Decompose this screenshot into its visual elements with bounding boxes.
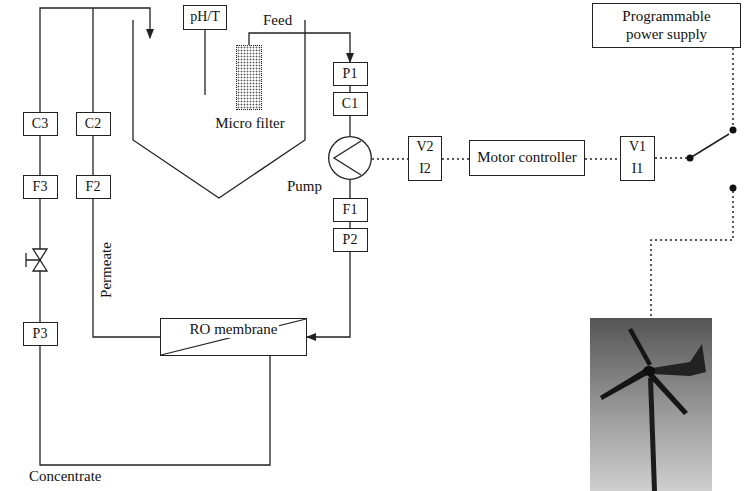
- instrument-box: Motor controller: [469, 140, 585, 176]
- instrument-box: P3: [23, 322, 58, 346]
- switch-contact: [730, 127, 737, 134]
- photo-sky: [590, 318, 712, 491]
- node-label: I2: [419, 161, 431, 177]
- valve-body: [33, 260, 47, 271]
- node-label: C1: [342, 96, 358, 112]
- instrument-box: V2: [408, 136, 442, 159]
- instrument-box: Programmable power supply: [592, 3, 741, 48]
- flow-label: Concentrate: [28, 468, 102, 485]
- membrane-module: RO membrane: [160, 318, 307, 356]
- node-label: pH/T: [190, 9, 220, 25]
- pump-chevron: [334, 141, 361, 175]
- node-label: V2: [416, 139, 433, 155]
- pipe-line: [349, 180, 350, 198]
- instrument-box: C3: [23, 112, 58, 136]
- pump-circle: [329, 137, 372, 180]
- valve-handle: [26, 253, 40, 267]
- signal-wire: [372, 158, 408, 160]
- node-label: Pump: [286, 178, 323, 195]
- instrument-box: F2: [76, 175, 111, 199]
- node-label: P3: [33, 326, 48, 342]
- pipe-line: [249, 33, 350, 62]
- power-wire: [655, 157, 687, 159]
- wind-turbine-photo: [590, 318, 712, 491]
- valve-body: [33, 249, 47, 260]
- switch-pivot: [687, 155, 694, 162]
- instrument-box: C2: [76, 112, 111, 136]
- power-wire: [651, 191, 733, 318]
- instrument-box: pH/T: [183, 5, 227, 30]
- pipe-line: [92, 136, 93, 175]
- node-label: F2: [86, 179, 101, 195]
- valve-symbol: [26, 249, 47, 271]
- instrument-box: C1: [333, 92, 368, 116]
- node-label: Micro filter: [214, 115, 286, 132]
- switch-contact: [730, 185, 737, 192]
- turbine-blade: [648, 372, 688, 415]
- flow-label: Feed: [262, 12, 293, 29]
- membrane-diagonal: [161, 319, 306, 355]
- pump-symbol: Pump: [328, 136, 372, 180]
- pipe-line: [307, 252, 350, 337]
- node-label: V1: [629, 139, 646, 155]
- instrument-box: P1: [333, 62, 368, 86]
- instrument-box: F3: [23, 175, 58, 199]
- turbine-tail: [652, 344, 706, 376]
- node-label: C3: [32, 116, 48, 132]
- pipe-line: [349, 116, 350, 136]
- node-label: F3: [33, 179, 48, 195]
- node-label: Programmable power supply: [616, 8, 717, 43]
- switch-blade: [690, 134, 729, 158]
- turbine-pole: [648, 378, 657, 491]
- node-label: C2: [85, 116, 101, 132]
- node-label: F1: [343, 202, 358, 218]
- node-label: Motor controller: [477, 149, 577, 166]
- feed-tank: [133, 20, 305, 198]
- instrument-box: V1: [620, 136, 655, 159]
- turbine-hub: [643, 366, 655, 376]
- pipe-line: [39, 136, 40, 175]
- probe-line: [204, 30, 205, 95]
- node-label: I1: [632, 161, 644, 177]
- pipe-line: [93, 199, 160, 337]
- pipe-line: [40, 346, 270, 465]
- signal-wire: [585, 158, 620, 160]
- flow-label: Permeate: [98, 241, 115, 299]
- return-line: [92, 8, 93, 112]
- instrument-box: I2: [408, 158, 442, 181]
- turbine-blade: [628, 328, 652, 366]
- turbine-blade: [600, 368, 649, 400]
- pump-outline: [328, 136, 372, 180]
- node-label: P2: [343, 232, 358, 248]
- node-label: RO membrane: [188, 321, 280, 338]
- power-wire: [732, 48, 734, 127]
- instrument-box: P2: [333, 228, 368, 252]
- instrument-box: F1: [333, 198, 368, 222]
- node-label: P1: [343, 66, 358, 82]
- return-line: [40, 8, 150, 112]
- instrument-box: I1: [620, 158, 655, 181]
- signal-wire: [442, 158, 469, 160]
- micro-filter: Micro filter: [236, 45, 262, 110]
